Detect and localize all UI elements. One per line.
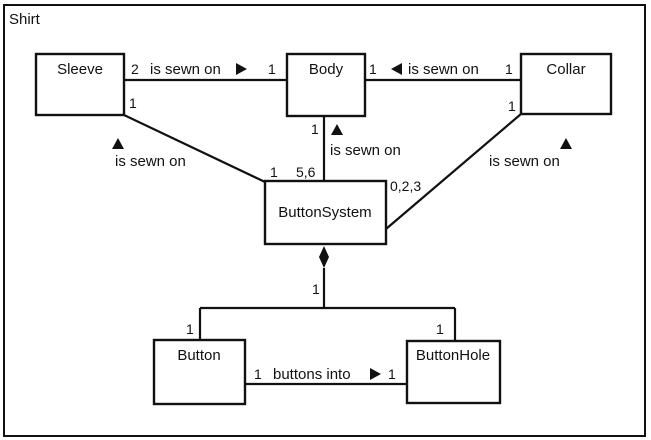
mult-sleeve-buttonsystem-buttonsystem: 1 <box>270 164 278 180</box>
class-button-label: Button <box>177 347 220 364</box>
label-button-buttonhole: buttons into <box>273 366 351 383</box>
mult-collar-body-body: 1 <box>369 61 377 77</box>
label-body-buttonsystem: is sewn on <box>330 142 401 159</box>
mult-composition-part: 1 <box>312 281 320 297</box>
arrow-left-icon <box>391 63 402 75</box>
mult-sleeve-body-sleeve: 2 <box>131 61 139 77</box>
mult-sleeve-buttonsystem-sleeve: 1 <box>129 95 137 111</box>
mult-composition-buttonhole: 1 <box>436 321 444 337</box>
label-sleeve-buttonsystem: is sewn on <box>115 153 186 170</box>
class-body-label: Body <box>309 61 344 78</box>
class-collar-label: Collar <box>546 61 585 78</box>
arrow-up-icon <box>331 124 343 135</box>
mult-button-buttonhole-button: 1 <box>254 366 262 382</box>
class-buttonsystem-label: ButtonSystem <box>278 204 371 221</box>
class-buttonhole-label: ButtonHole <box>416 347 490 364</box>
label-collar-body: is sewn on <box>408 61 479 78</box>
class-collar: Collar <box>519 52 613 116</box>
class-button: Button <box>152 338 247 406</box>
class-buttonhole: ButtonHole <box>405 339 502 405</box>
arrow-up-icon <box>560 138 572 149</box>
mult-body-buttonsystem-body: 1 <box>311 121 319 137</box>
collar-buttonsystem-line <box>385 113 522 230</box>
mult-collar-body-collar: 1 <box>505 61 513 77</box>
mult-collar-buttonsystem-buttonsystem: 0,2,3 <box>390 178 421 194</box>
class-sleeve: Sleeve <box>34 52 126 117</box>
class-sleeve-label: Sleeve <box>57 61 103 78</box>
mult-composition-button: 1 <box>186 321 194 337</box>
label-collar-buttonsystem: is sewn on <box>489 153 560 170</box>
arrow-right-icon <box>236 63 247 75</box>
frame-title: Shirt <box>9 11 41 28</box>
mult-collar-buttonsystem-collar: 1 <box>508 98 516 114</box>
composition-diamond <box>319 246 329 268</box>
label-sleeve-body: is sewn on <box>150 61 221 78</box>
sleeve-buttonsystem-line <box>123 114 266 183</box>
arrow-up-icon <box>112 138 124 149</box>
mult-sleeve-body-body: 1 <box>268 61 276 77</box>
mult-button-buttonhole-buttonhole: 1 <box>388 366 396 382</box>
mult-body-buttonsystem-buttonsystem: 5,6 <box>296 164 316 180</box>
class-body: Body <box>285 52 367 118</box>
class-buttonsystem: ButtonSystem <box>263 179 388 246</box>
arrow-right-icon <box>370 368 381 380</box>
